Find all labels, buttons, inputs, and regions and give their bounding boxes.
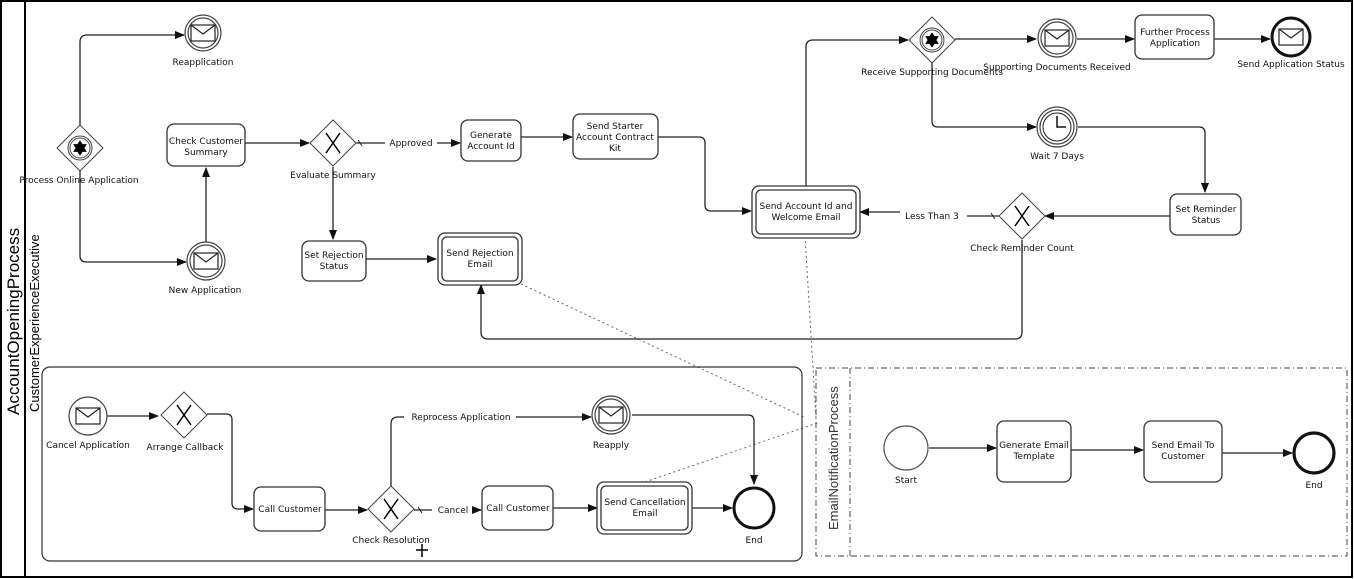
event-new-application[interactable] — [186, 241, 226, 281]
task-label: Call Customer — [258, 505, 322, 515]
event-label: Send Application Status — [1237, 60, 1345, 70]
flow-to-wait — [931, 62, 1037, 131]
event-subprocess-container — [41, 366, 803, 562]
event-supporting-documents-received[interactable] — [1037, 18, 1077, 58]
lane-title: CustomerExperienceExecutive — [27, 234, 42, 412]
flow-to-call-customer — [207, 413, 254, 513]
task-call-customer-2[interactable] — [481, 485, 554, 531]
gateway-label: Arrange Callback — [147, 443, 225, 453]
task-send-welcome-email[interactable] — [751, 185, 861, 239]
event-label: Start — [895, 476, 917, 486]
gateway-label: Evaluate Summary — [290, 171, 376, 181]
default-flow-marker — [357, 139, 363, 147]
gateway-arrange-callback[interactable] — [160, 391, 208, 439]
association-rejection — [520, 283, 807, 419]
flow-reprocess-a — [390, 416, 404, 486]
task-set-reminder-status[interactable] — [1169, 193, 1242, 236]
subprocess-expand-marker-icon[interactable] — [416, 544, 428, 557]
event-label: Reapply — [593, 441, 630, 451]
task-generate-account-id[interactable] — [460, 119, 522, 162]
gateway-receive-supporting-documents[interactable] — [908, 16, 956, 64]
gateway-check-reminder-count[interactable] — [998, 192, 1046, 240]
task-send-email-to-customer[interactable] — [1143, 420, 1223, 483]
task-label: Call Customer — [486, 504, 550, 514]
flow-label-approved: Approved — [389, 139, 432, 149]
flow-to-welcome-email — [658, 136, 752, 215]
flow-to-new-application — [79, 166, 187, 266]
event-label: End — [745, 536, 762, 546]
event-label: Supporting Documents Received — [983, 63, 1130, 73]
gateway-label: Check Reminder Count — [970, 244, 1074, 254]
flow-to-send-rejection-from-reminder — [477, 240, 1023, 340]
task-call-customer-1[interactable] — [253, 486, 326, 532]
event-label: Cancel Application — [46, 441, 130, 451]
task-check-customer-summary[interactable] — [166, 123, 246, 167]
association-cancellation — [644, 421, 821, 483]
flow-reapply-to-end — [632, 414, 758, 485]
event-label: New Application — [169, 286, 242, 296]
flow-label-reprocess: Reprocess Application — [411, 413, 510, 423]
gateway-label: Receive Supporting Documents — [861, 68, 1003, 78]
event-reapply[interactable] — [591, 395, 631, 435]
event-label: End — [1305, 481, 1322, 491]
gateway-process-online-application[interactable] — [56, 124, 104, 172]
association-welcome — [804, 235, 817, 419]
flow-to-receive-docs — [805, 36, 909, 187]
pool-title: AccountOpeningProcess — [4, 228, 23, 415]
gateway-check-resolution[interactable] — [367, 485, 415, 533]
task-further-process-application[interactable] — [1134, 14, 1215, 60]
task-send-rejection-email[interactable] — [437, 232, 523, 286]
default-flow-marker — [990, 212, 996, 220]
email-notification-process-title: EmailNotificationProcess — [826, 386, 841, 530]
email-notification-process-container — [815, 367, 1348, 557]
flow-to-reapplication — [79, 31, 185, 130]
flow-label-less-than-3: Less Than 3 — [905, 212, 959, 222]
default-flow-marker — [417, 506, 423, 514]
flow-to-set-reminder — [1078, 126, 1209, 193]
gateway-evaluate-summary[interactable] — [309, 119, 357, 167]
gateway-label: Process Online Application — [19, 176, 138, 186]
event-label: Wait 7 Days — [1030, 152, 1084, 162]
task-send-cancellation-email[interactable] — [596, 481, 693, 535]
flow-label-cancel: Cancel — [438, 506, 469, 516]
task-send-starter-kit[interactable] — [572, 113, 659, 160]
gateway-label: Check Resolution — [352, 536, 430, 546]
event-reapplication[interactable] — [184, 14, 222, 52]
event-end[interactable] — [732, 486, 776, 530]
task-set-rejection-status[interactable] — [301, 240, 367, 282]
event-email-end[interactable] — [1292, 431, 1336, 475]
event-label: Reapplication — [172, 58, 233, 68]
task-generate-email-template[interactable] — [996, 420, 1072, 483]
event-cancel-application[interactable] — [68, 396, 108, 436]
event-wait-7-days[interactable] — [1036, 106, 1078, 148]
event-send-application-status[interactable] — [1270, 16, 1312, 58]
event-start[interactable] — [883, 425, 929, 471]
